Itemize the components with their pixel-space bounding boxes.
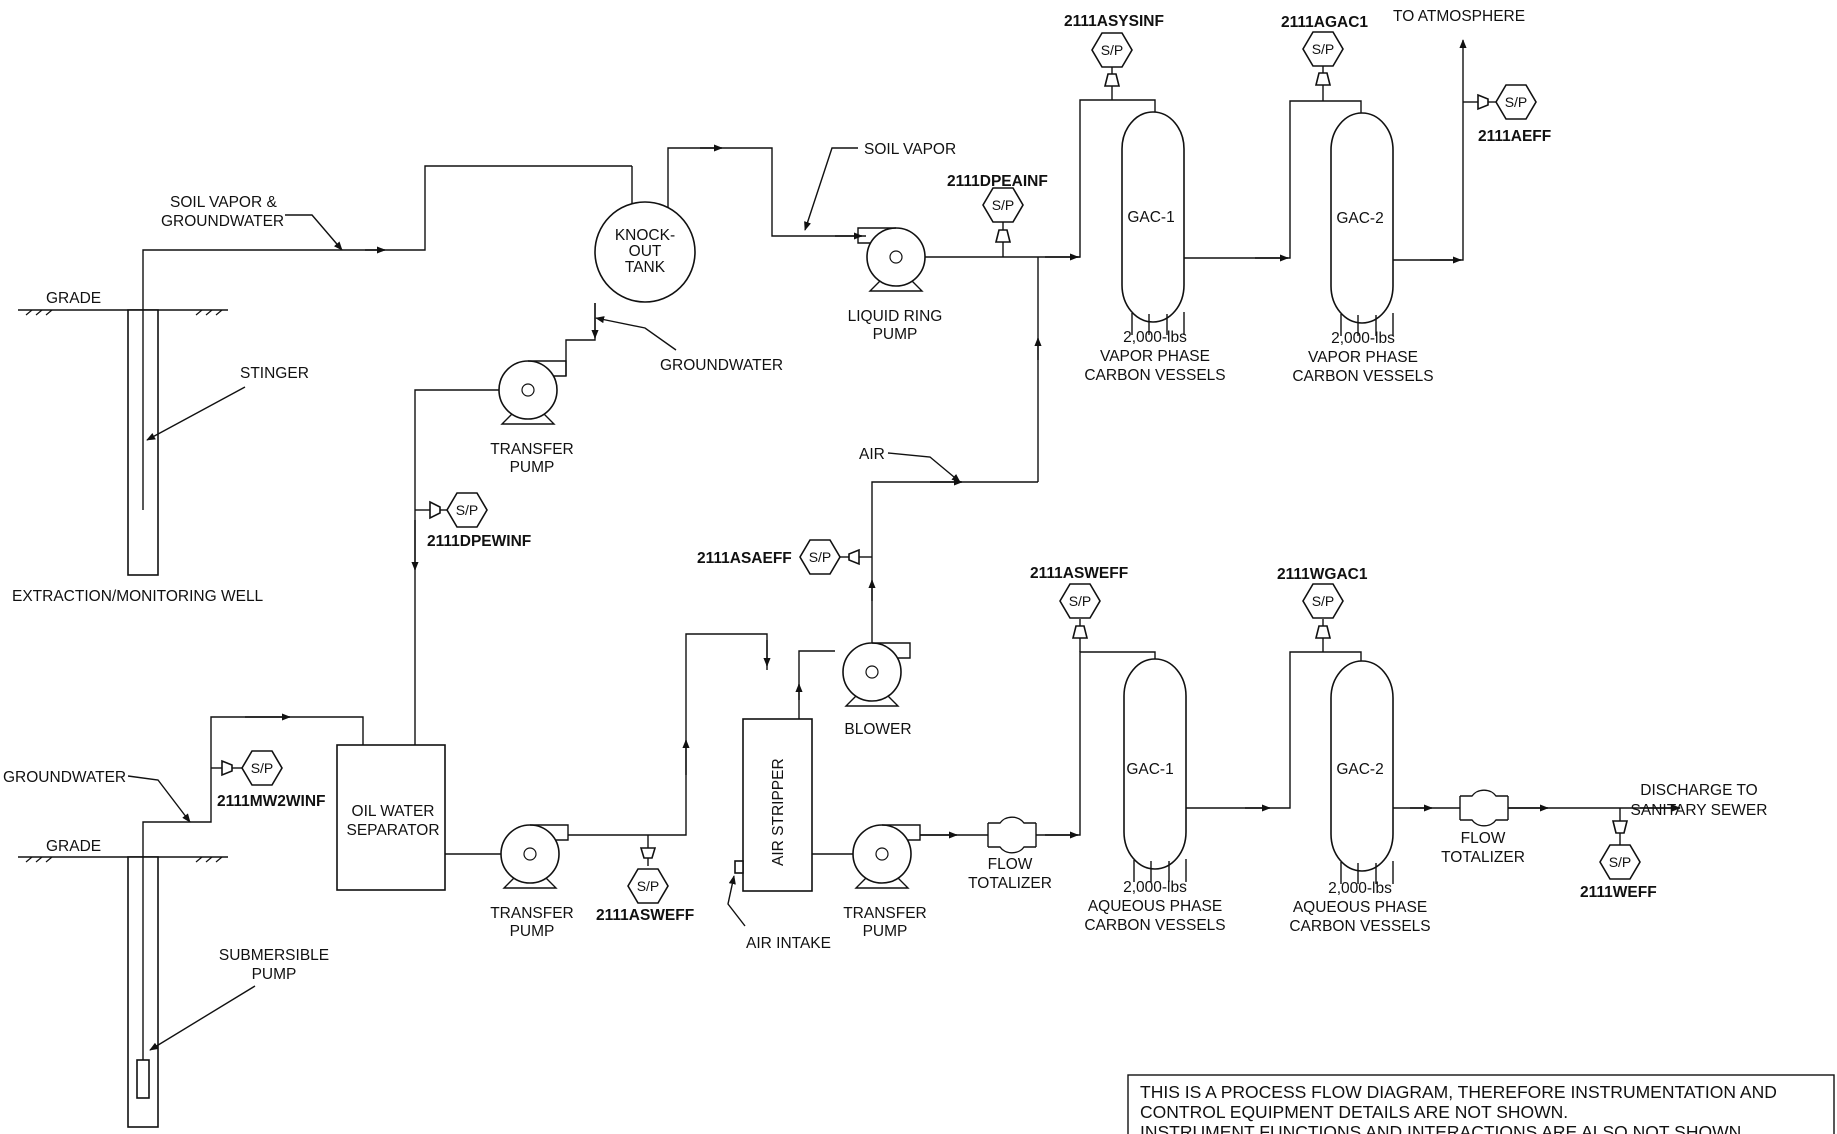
transfer-pump-stripper-label-2: PUMP — [863, 923, 908, 940]
tag-asweff-bottom: 2111ASWEFF — [596, 907, 694, 924]
stinger-label: STINGER — [240, 365, 309, 382]
aqueous-gac-2-label: GAC-2 — [1336, 761, 1383, 778]
tag-mw2winf: 2111MW2WINF — [217, 793, 326, 810]
tag-dpeainf: 2111DPEAINF — [947, 173, 1048, 190]
grade-label-top: GRADE — [46, 290, 101, 307]
flow-totalizer-2-label-2: TOTALIZER — [1441, 849, 1525, 866]
blower — [842, 642, 911, 707]
sample-port-aeff-label: S/P — [1505, 94, 1528, 110]
vapor-gac-1-caption-2: VAPOR PHASE — [1100, 348, 1210, 365]
discharge-label-1: DISCHARGE TO — [1640, 782, 1757, 799]
aqueous-gac-2-caption-3: CARBON VESSELS — [1289, 918, 1430, 935]
ows-label-1: OIL WATER — [352, 803, 435, 820]
aqueous-gac-1-caption-1: 2,000-lbs — [1123, 879, 1187, 896]
groundwater-label-tank: GROUNDWATER — [660, 357, 783, 374]
transfer-pump-upper-label-1: TRANSFER — [490, 441, 574, 458]
aqueous-gac-1-caption-3: CARBON VESSELS — [1084, 917, 1225, 934]
aqueous-gac-2-caption-1: 2,000-lbs — [1328, 880, 1392, 897]
groundwater-label-well: GROUNDWATER — [3, 769, 126, 786]
tag-aeff: 2111AEFF — [1478, 128, 1551, 145]
soil-vapor-gw-label-2: GROUNDWATER — [161, 213, 284, 230]
transfer-pump-lower-label-1: TRANSFER — [490, 905, 574, 922]
extraction-well — [18, 309, 228, 576]
note-line-2: CONTROL EQUIPMENT DETAILS ARE NOT SHOWN. — [1140, 1102, 1568, 1122]
transfer-pump-upper — [498, 360, 567, 425]
air-intake-label: AIR INTAKE — [746, 935, 831, 952]
submersible-well — [18, 856, 228, 1128]
liquid-ring-pump — [857, 227, 926, 292]
discharge-label-2: SANITARY SEWER — [1631, 802, 1768, 819]
oil-water-separator — [336, 744, 446, 891]
flow-totalizer-2 — [1459, 789, 1509, 827]
knockout-tank-label-1: KNOCK- — [615, 227, 675, 244]
sample-port-dpewinf-label: S/P — [456, 502, 479, 518]
aqueous-gac-1-caption-2: AQUEOUS PHASE — [1088, 898, 1222, 915]
transfer-pump-lower-label-2: PUMP — [510, 923, 555, 940]
sample-port-asweff-top-label: S/P — [1069, 593, 1092, 609]
vapor-gac-2-caption-3: CARBON VESSELS — [1292, 368, 1433, 385]
grade-label-bottom: GRADE — [46, 838, 101, 855]
note-line-1: THIS IS A PROCESS FLOW DIAGRAM, THEREFOR… — [1140, 1082, 1777, 1102]
submersible-pump-label-2: PUMP — [252, 966, 297, 983]
flow-totalizer-1-label-1: FLOW — [988, 856, 1033, 873]
air-stripper-label: AIR STRIPPER — [770, 758, 787, 866]
sample-port-wgac1-label: S/P — [1312, 593, 1335, 609]
flow-totalizer-1 — [987, 816, 1037, 854]
sample-port-asaeff-label: S/P — [809, 549, 832, 565]
vapor-gac-2-label: GAC-2 — [1336, 210, 1383, 227]
vapor-gac-2-caption-1: 2,000-lbs — [1331, 330, 1395, 347]
sample-port-weff-label: S/P — [1609, 854, 1632, 870]
vapor-gac-2-caption-2: VAPOR PHASE — [1308, 349, 1418, 366]
aqueous-gac-1-label: GAC-1 — [1126, 761, 1173, 778]
note-box — [1127, 1074, 1835, 1134]
vapor-gac-1-caption-1: 2,000-lbs — [1123, 329, 1187, 346]
flow-totalizer-1-label-2: TOTALIZER — [968, 875, 1052, 892]
knockout-tank-label-3: TANK — [625, 259, 666, 276]
tag-wgac1: 2111WGAC1 — [1277, 566, 1368, 583]
sample-port-agac1-label: S/P — [1312, 41, 1335, 57]
vapor-gac-1-caption-3: CARBON VESSELS — [1084, 367, 1225, 384]
knockout-tank-label-2: OUT — [629, 243, 662, 260]
extraction-well-label: EXTRACTION/MONITORING WELL — [12, 588, 264, 605]
sample-port-asysinf-label: S/P — [1101, 42, 1124, 58]
note-line-3: INSTRUMENT FUNCTIONS AND INTERACTIONS AR… — [1140, 1122, 1746, 1134]
tag-asweff-top: 2111ASWEFF — [1030, 565, 1128, 582]
liquid-ring-pump-label-2: PUMP — [873, 326, 918, 343]
transfer-pump-upper-label-2: PUMP — [510, 459, 555, 476]
tag-agac1: 2111AGAC1 — [1281, 14, 1368, 31]
transfer-pump-lower — [500, 824, 569, 889]
aqueous-gac-2-caption-2: AQUEOUS PHASE — [1293, 899, 1427, 916]
transfer-pump-stripper — [852, 824, 921, 889]
vapor-gac-1-label: GAC-1 — [1127, 209, 1174, 226]
tag-asysinf: 2111ASYSINF — [1064, 13, 1164, 30]
knockout-tank — [594, 201, 696, 303]
soil-vapor-label: SOIL VAPOR — [864, 141, 956, 158]
sample-port-dpeainf-label: S/P — [992, 197, 1015, 213]
sample-port-mw2winf-label: S/P — [251, 760, 274, 776]
tag-dpewinf: 2111DPEWINF — [427, 533, 531, 550]
blower-label: BLOWER — [844, 721, 911, 738]
soil-vapor-gw-label-1: SOIL VAPOR & — [170, 194, 277, 211]
transfer-pump-stripper-label-1: TRANSFER — [843, 905, 927, 922]
ows-label-2: SEPARATOR — [346, 822, 439, 839]
tag-weff: 2111WEFF — [1580, 884, 1657, 901]
submersible-pump-label-1: SUBMERSIBLE — [219, 947, 329, 964]
air-label: AIR — [859, 446, 885, 463]
air-stripper — [742, 718, 813, 892]
flow-totalizer-2-label-1: FLOW — [1461, 830, 1506, 847]
liquid-ring-pump-label-1: LIQUID RING — [848, 308, 943, 325]
sample-port-asweff-bottom-label: S/P — [637, 878, 660, 894]
to-atmosphere-label: TO ATMOSPHERE — [1393, 8, 1525, 25]
tag-asaeff: 2111ASAEFF — [697, 550, 792, 567]
